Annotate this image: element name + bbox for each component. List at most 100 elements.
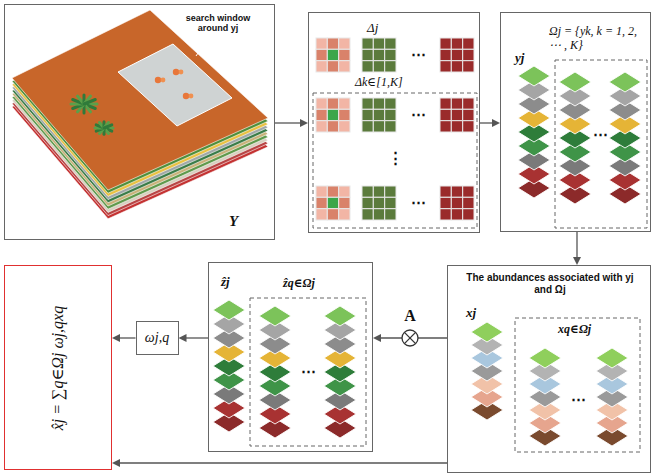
- pixel-patch: [440, 197, 451, 208]
- multiply-symbol: [402, 330, 418, 346]
- pixel-patch: [451, 209, 462, 220]
- pixel-patch: [327, 121, 338, 132]
- pixel-patch: [373, 38, 384, 49]
- spectrum-diamond: [471, 322, 503, 342]
- pixel-patch: [440, 209, 451, 220]
- pixel-patch: [440, 38, 451, 49]
- pixel-patch: [362, 121, 373, 132]
- arrow-head: [373, 334, 381, 342]
- connector-line: [119, 462, 447, 463]
- pixel-patch: [339, 61, 350, 72]
- weight-box: ωj,q: [136, 321, 179, 355]
- pixel-patch: [339, 38, 350, 49]
- patch-panel: ΔjΔk∈[1,K]: [308, 12, 480, 233]
- pixel-patch: [463, 109, 474, 120]
- connector-line: [576, 232, 577, 258]
- multiply-symbol: [404, 332, 415, 343]
- pixel-patch: [362, 38, 373, 49]
- target-pixel: [173, 69, 179, 75]
- panel-title: The abundances associated with yj and Ωj: [460, 272, 640, 295]
- arrow-head: [573, 257, 581, 265]
- pixel-patch: [362, 49, 373, 60]
- pixel-patch: [463, 61, 474, 72]
- pixel-patch: [362, 61, 373, 72]
- edge-label: A: [404, 307, 416, 325]
- pixel-patch: [385, 61, 396, 72]
- pixel-panel: yjΩj = {yk, k = 1, 2, ⋯ , K}: [500, 12, 651, 232]
- spectrum-diamond: [518, 66, 550, 86]
- connector: [373, 330, 447, 346]
- pixel-patch: [316, 109, 327, 120]
- pixel-patch: [440, 186, 451, 197]
- pixel-patch: [385, 209, 396, 220]
- pixel-patch: [339, 186, 350, 197]
- pixel-patch: [463, 197, 474, 208]
- connector: [480, 119, 500, 127]
- pixel-patch: [327, 209, 338, 220]
- pixel-patch: [339, 197, 350, 208]
- dashed-group: [250, 298, 366, 446]
- pixel-patch: [440, 98, 451, 109]
- pixel-patch: [463, 209, 474, 220]
- patch-symbol: Δj: [367, 21, 378, 36]
- pixel-patch: [463, 49, 474, 60]
- connector-line: [119, 337, 136, 338]
- pixel-patch: [362, 186, 373, 197]
- ellipsis-mark: ⋯: [411, 46, 426, 63]
- pixel-patch: [327, 38, 338, 49]
- pixel-patch: [316, 186, 327, 197]
- reconstruction-panel: ẑjẑq∈Ωj: [208, 262, 373, 452]
- arrow-head: [179, 334, 187, 342]
- pixel-patch: [373, 61, 384, 72]
- pixel-patch: [327, 186, 338, 197]
- pixel-patch: [451, 121, 462, 132]
- dashed-group: [313, 93, 477, 228]
- dashed-group: [515, 318, 640, 452]
- arrow-head: [112, 459, 120, 467]
- image-panel: search window around yjY: [4, 4, 275, 240]
- pixel-patch: [440, 121, 451, 132]
- spectrum-diamond: [559, 72, 591, 92]
- pixel-patch: [451, 38, 462, 49]
- abundance-symbol: xj: [466, 306, 476, 321]
- pixel-patch: [385, 98, 396, 109]
- ellipsis-mark: ⋯: [411, 106, 426, 123]
- connector: [112, 334, 136, 342]
- pixel-patch: [373, 109, 384, 120]
- pixel-patch: [463, 38, 474, 49]
- connector-line: [275, 122, 301, 123]
- connector: [179, 334, 209, 342]
- arrow-head: [112, 334, 120, 342]
- pixel-patch: [339, 49, 350, 60]
- pixel-patch: [451, 61, 462, 72]
- spectrum-diamond: [529, 348, 561, 368]
- pixel-patch: [440, 109, 451, 120]
- pixel-patch: [327, 49, 338, 60]
- pixel-patch: [362, 197, 373, 208]
- arrow-head: [300, 119, 308, 127]
- arrow-head: [492, 119, 500, 127]
- pixel-patch: [362, 109, 373, 120]
- leader-line: [196, 40, 207, 56]
- target-pixel: [155, 77, 161, 83]
- pixel-patch: [440, 49, 451, 60]
- connector: [275, 119, 308, 127]
- pixel-patch: [451, 109, 462, 120]
- pixel-patch: [373, 98, 384, 109]
- pixel-patch: [385, 49, 396, 60]
- spectrum-diamond: [609, 72, 641, 92]
- pixel-patch: [339, 109, 350, 120]
- spectrum-diamond: [596, 348, 628, 368]
- pixel-patch: [362, 98, 373, 109]
- connector-line: [186, 337, 209, 338]
- pixel-patch: [385, 197, 396, 208]
- pixel-patch: [373, 49, 384, 60]
- spectrum-diamond: [324, 306, 356, 326]
- pixel-patch: [316, 121, 327, 132]
- pixel-patch: [327, 61, 338, 72]
- ellipsis-mark: ⋯: [411, 194, 426, 211]
- neighbour-set: Ωj = {yk, k = 1, 2, ⋯ , K}: [549, 25, 649, 53]
